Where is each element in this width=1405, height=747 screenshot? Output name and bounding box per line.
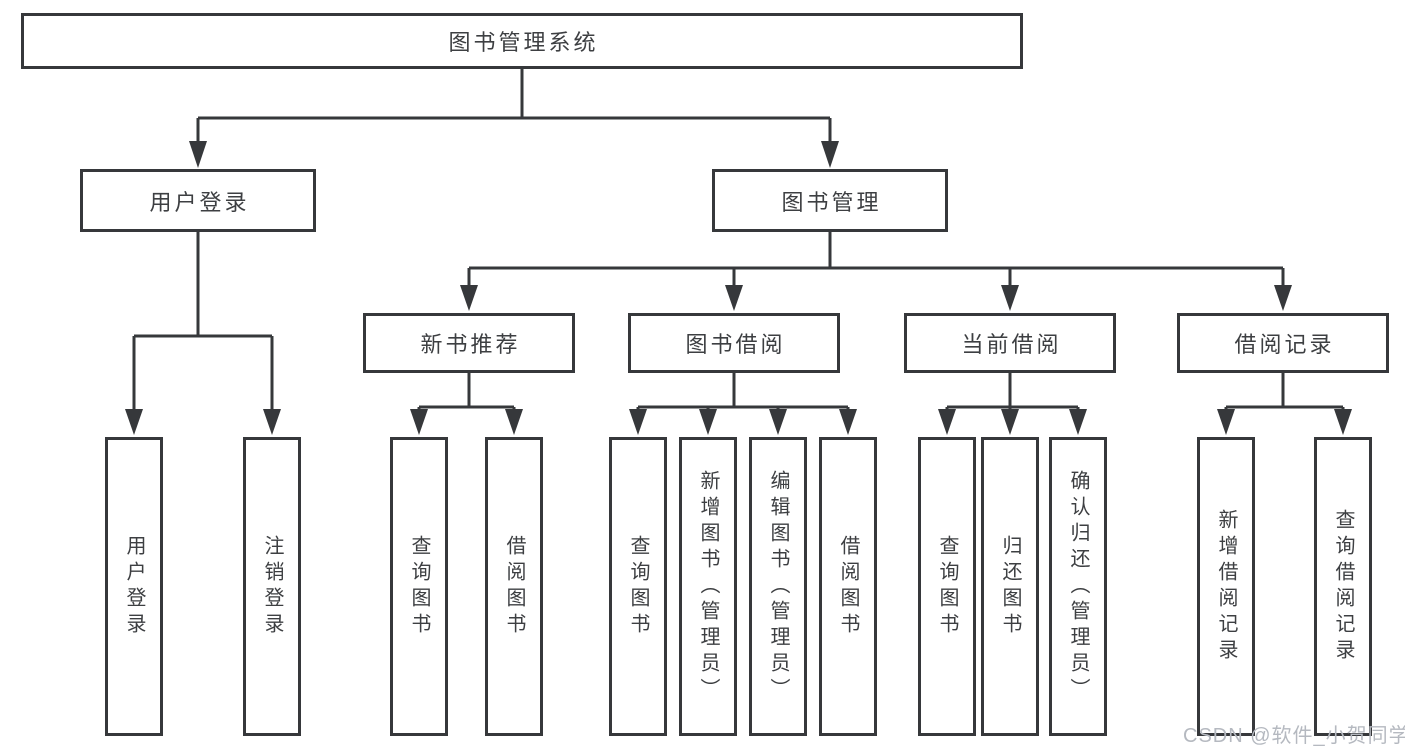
leaf-confirm-return-admin: 确认归还（管理员） xyxy=(1049,437,1107,736)
leaf-query-books: 查询图书 xyxy=(609,437,667,736)
leaf-add-book-admin: 新增图书（管理员） xyxy=(679,437,737,736)
node-borrowing-records: 借阅记录 xyxy=(1177,313,1389,373)
node-label: 查询图书 xyxy=(936,534,958,639)
node-book-borrowing: 图书借阅 xyxy=(628,313,840,373)
node-label: 借阅图书 xyxy=(503,534,525,639)
node-label: 图书管理 xyxy=(781,189,882,215)
leaf-query-books: 查询图书 xyxy=(918,437,976,736)
node-label: 图书借阅 xyxy=(685,332,786,357)
node-label: 当前借阅 xyxy=(961,332,1062,357)
node-label: 用户登录 xyxy=(149,189,250,215)
csdn-watermark: CSDN @软件_小贺同学 xyxy=(1183,725,1405,747)
leaf-query-books: 查询图书 xyxy=(390,437,448,736)
leaf-borrow-books: 借阅图书 xyxy=(819,437,877,736)
node-label: 图书管理系统 xyxy=(448,30,599,55)
node-label: 新书推荐 xyxy=(420,332,521,357)
node-label: 归还图书 xyxy=(999,534,1021,639)
node-label: 借阅图书 xyxy=(837,534,859,639)
node-label: 用户登录 xyxy=(123,534,145,639)
leaf-add-borrow-record: 新增借阅记录 xyxy=(1197,437,1255,736)
node-book-management: 图书管理 xyxy=(712,169,948,232)
node-user-login: 用户登录 xyxy=(80,169,316,232)
node-label: 注销登录 xyxy=(261,534,283,639)
leaf-query-borrow-record: 查询借阅记录 xyxy=(1314,437,1372,736)
leaf-return-books: 归还图书 xyxy=(981,437,1039,736)
node-label: 借阅记录 xyxy=(1234,332,1335,357)
leaf-borrow-books: 借阅图书 xyxy=(485,437,543,736)
leaf-logout: 注销登录 xyxy=(243,437,301,736)
leaf-user-login: 用户登录 xyxy=(105,437,163,736)
node-label: 查询图书 xyxy=(408,534,430,639)
node-label: 查询图书 xyxy=(627,534,649,639)
node-library-management-system: 图书管理系统 xyxy=(21,13,1023,69)
node-new-book-recommendation: 新书推荐 xyxy=(363,313,575,373)
node-current-borrowing: 当前借阅 xyxy=(904,313,1116,373)
node-label: 新增图书（管理员） xyxy=(697,469,719,704)
node-label: 编辑图书（管理员） xyxy=(767,469,789,704)
node-label: 查询借阅记录 xyxy=(1332,508,1354,665)
node-label: 确认归还（管理员） xyxy=(1067,469,1089,704)
node-label: 新增借阅记录 xyxy=(1215,508,1237,665)
leaf-edit-book-admin: 编辑图书（管理员） xyxy=(749,437,807,736)
